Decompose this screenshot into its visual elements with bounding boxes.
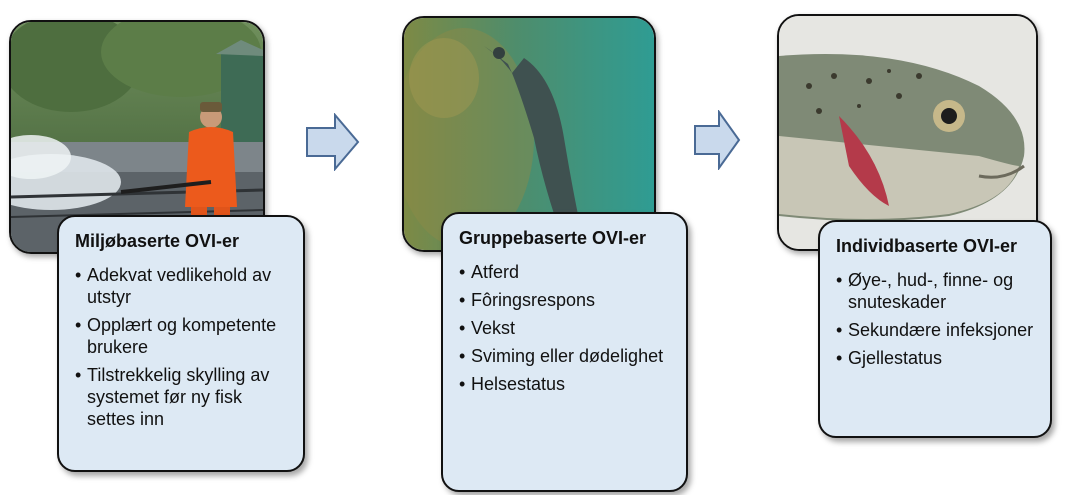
environment-based-card: Miljøbaserte OVI-er Adekvat vedlikehold … [57,215,305,472]
list-item: Atferd [459,261,672,283]
list-item: Sviming eller dødelighet [459,345,672,367]
card-title: Gruppebaserte OVI-er [459,228,647,248]
list-item: Øye-, hud-, finne- og snuteskader [836,269,1036,313]
list-item: Sekundære infeksjoner [836,319,1036,341]
underwater-fish-image [404,18,654,250]
right-arrow-icon [306,113,360,171]
list-item: Adekvat vedlikehold av utstyr [75,264,289,308]
indicator-list: Adekvat vedlikehold av utstyr Opplært og… [75,264,289,430]
list-item: Helsestatus [459,373,672,395]
group-based-card: Gruppebaserte OVI-er Atferd Fôringsrespo… [441,212,688,492]
right-arrow-icon [694,110,741,170]
list-item: Vekst [459,317,672,339]
trout-head-photo [777,14,1038,251]
indicator-list: Atferd Fôringsrespons Vekst Sviming elle… [459,261,672,395]
trout-head-image [779,16,1036,249]
list-item: Fôringsrespons [459,289,672,311]
card-title: Individbaserte OVI-er [836,236,1018,256]
list-item: Tilstrekkelig skylling av systemet før n… [75,364,289,430]
list-item: Opplært og kompetente brukere [75,314,289,358]
list-item: Gjellestatus [836,347,1036,369]
individual-based-card: Individbaserte OVI-er Øye-, hud-, finne-… [818,220,1052,438]
indicator-list: Øye-, hud-, finne- og snuteskader Sekund… [836,269,1036,369]
underwater-fish-photo [402,16,656,252]
card-title: Miljøbaserte OVI-er [75,231,240,251]
